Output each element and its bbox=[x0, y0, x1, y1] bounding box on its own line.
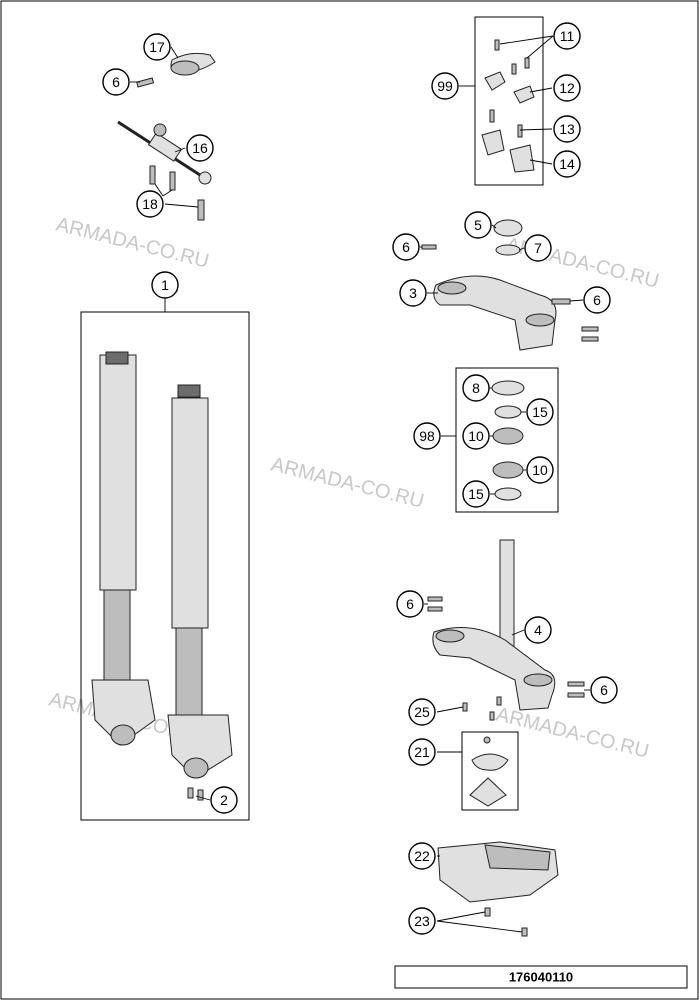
protection-plate-22 bbox=[437, 841, 559, 903]
svg-text:7: 7 bbox=[534, 240, 542, 256]
svg-text:99: 99 bbox=[437, 78, 453, 94]
diagram-code: 176040110 bbox=[509, 970, 573, 985]
svg-text:18: 18 bbox=[142, 196, 158, 212]
kit-98-frame bbox=[455, 367, 559, 513]
callout-15: 15 bbox=[462, 480, 490, 508]
svg-text:11: 11 bbox=[560, 28, 575, 44]
watermark: ARMADA-CO.RU bbox=[54, 214, 211, 273]
bolts-2 bbox=[187, 787, 204, 801]
callout-10: 10 bbox=[526, 456, 554, 484]
bolts-18 bbox=[149, 165, 205, 221]
callout-22: 22 bbox=[408, 842, 436, 870]
callout-25: 25 bbox=[408, 698, 436, 726]
callout-15: 15 bbox=[526, 398, 554, 426]
clamp-parts-99 bbox=[481, 39, 535, 173]
svg-text:3: 3 bbox=[409, 285, 417, 301]
svg-text:14: 14 bbox=[559, 156, 575, 172]
steering-lock-parts-21 bbox=[469, 736, 509, 807]
bearing-parts-98 bbox=[491, 380, 525, 501]
watermark: ARMADA-CO.RU bbox=[494, 704, 651, 763]
nut-5 bbox=[493, 219, 523, 256]
callout-6: 6 bbox=[392, 233, 420, 261]
steering-damper-clamp bbox=[170, 52, 216, 76]
callout-4: 4 bbox=[524, 616, 552, 644]
bolts-6-top-clamp bbox=[421, 244, 599, 342]
callout-5: 5 bbox=[464, 211, 492, 239]
svg-text:17: 17 bbox=[149, 39, 165, 55]
svg-text:21: 21 bbox=[414, 744, 430, 760]
callout-21: 21 bbox=[408, 738, 436, 766]
svg-text:6: 6 bbox=[406, 596, 414, 612]
bolts-6-lower-clamp bbox=[427, 596, 585, 698]
callout-98: 98 bbox=[413, 422, 441, 450]
callout-6: 6 bbox=[583, 286, 611, 314]
callout-23: 23 bbox=[408, 907, 436, 935]
callout-6: 6 bbox=[102, 68, 130, 96]
steering-damper bbox=[117, 120, 212, 185]
callout-6: 6 bbox=[590, 676, 618, 704]
kit-99-frame bbox=[474, 16, 544, 186]
svg-text:2: 2 bbox=[220, 792, 228, 808]
callout-1: 1 bbox=[151, 271, 179, 299]
watermark: ARMADA-CO.RU bbox=[269, 454, 426, 513]
callout-17: 17 bbox=[143, 33, 171, 61]
callout-11: 11 bbox=[553, 22, 581, 50]
callout-18: 18 bbox=[136, 190, 164, 218]
svg-text:6: 6 bbox=[593, 292, 601, 308]
svg-text:23: 23 bbox=[414, 913, 430, 929]
svg-text:25: 25 bbox=[414, 704, 430, 720]
callout-10: 10 bbox=[462, 422, 490, 450]
callout-7: 7 bbox=[524, 234, 552, 262]
svg-text:13: 13 bbox=[559, 121, 575, 137]
upper-triple-clamp bbox=[433, 275, 557, 351]
svg-text:15: 15 bbox=[532, 404, 548, 420]
svg-text:6: 6 bbox=[112, 74, 120, 90]
svg-text:12: 12 bbox=[559, 80, 575, 96]
svg-text:15: 15 bbox=[468, 486, 484, 502]
fork-leg-left bbox=[91, 351, 156, 746]
diagram-code-box bbox=[394, 965, 688, 989]
callout-14: 14 bbox=[553, 150, 581, 178]
callout-8: 8 bbox=[462, 374, 490, 402]
callout-16: 16 bbox=[186, 134, 214, 162]
callout-99: 99 bbox=[431, 72, 459, 100]
svg-text:10: 10 bbox=[532, 462, 548, 478]
svg-text:98: 98 bbox=[419, 428, 435, 444]
svg-text:1: 1 bbox=[161, 277, 169, 293]
leader-lines bbox=[130, 35, 590, 933]
svg-text:6: 6 bbox=[600, 682, 608, 698]
lower-triple-clamp-steering-stem bbox=[432, 539, 556, 711]
svg-text:22: 22 bbox=[414, 848, 430, 864]
bolt-6-top bbox=[136, 77, 155, 88]
callout-13: 13 bbox=[553, 115, 581, 143]
svg-text:4: 4 bbox=[534, 622, 542, 638]
svg-text:5: 5 bbox=[474, 217, 482, 233]
fork-leg-right bbox=[167, 384, 233, 779]
callout-12: 12 bbox=[553, 74, 581, 102]
kit-21-frame bbox=[461, 731, 519, 811]
svg-text:10: 10 bbox=[468, 428, 484, 444]
svg-text:8: 8 bbox=[472, 380, 480, 396]
svg-text:16: 16 bbox=[192, 140, 208, 156]
callout-3: 3 bbox=[399, 279, 427, 307]
callout-2: 2 bbox=[210, 786, 238, 814]
svg-text:6: 6 bbox=[402, 239, 410, 255]
callout-6: 6 bbox=[396, 590, 424, 618]
